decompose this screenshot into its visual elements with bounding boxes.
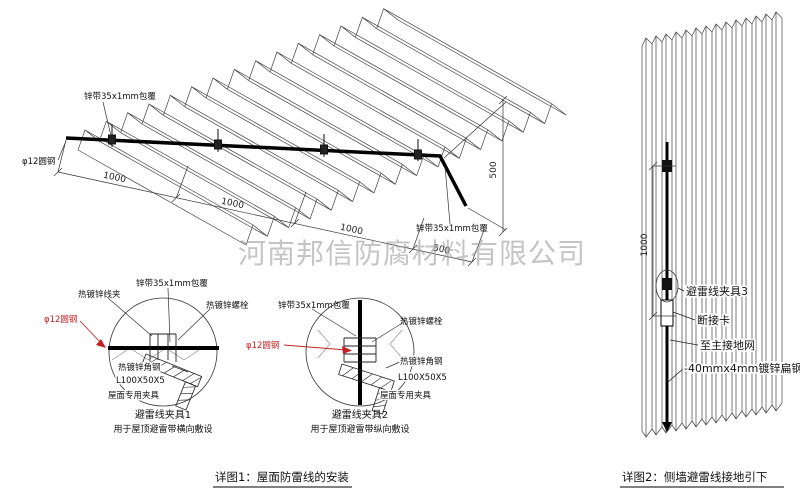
wall-down-conductor xyxy=(655,142,679,432)
wall-label-to-ground: 至主接地网 xyxy=(700,339,755,352)
detail1-label-round-steel: φ12圆钢 xyxy=(44,314,77,325)
detail-circle-2: 锌带35x1mm包覆 热镀锌螺栓 φ12圆钢 热镀锌角钢 L100X50X5 屋… xyxy=(246,297,448,435)
detail2-label-strip: 锌带35x1mm包覆 xyxy=(278,300,350,311)
detail2-subtitle: 用于屋顶避雷带纵向敷设 xyxy=(310,423,409,435)
detail2-label-bolt: 热镀锌螺栓 xyxy=(400,316,443,327)
caption-detail-2: 详图2：侧墙避雷线接地引下 xyxy=(622,470,767,484)
clamp-body xyxy=(149,333,177,362)
detail2-label-roof-clamp: 屋面专用夹具 xyxy=(380,390,432,401)
roof-leader-lines xyxy=(57,101,451,225)
detail2-title: 避雷线夹具2 xyxy=(332,408,388,421)
detail1-label-bolt: 热镀锌螺栓 xyxy=(206,300,249,311)
roof-label-zinc-strip-top: 锌带35x1mm包覆 xyxy=(84,91,156,102)
roof-lightning-wire xyxy=(65,136,468,207)
wire-clamp xyxy=(320,144,328,155)
detail1-leader-lines xyxy=(107,287,211,373)
detail1-label-clip: 热镀锌线夹 xyxy=(78,289,121,300)
caption-detail-1: 详图1：屋面防雷线的安装 xyxy=(215,470,349,484)
detail1-title: 避雷线夹具1 xyxy=(135,408,191,421)
wire-clamp xyxy=(214,139,222,150)
angle-steel-hatched xyxy=(338,363,395,415)
wall-corrugated-panel xyxy=(641,11,783,438)
detail2-label-round-steel: φ12圆钢 xyxy=(246,340,279,351)
dim-1000-2: 1000 xyxy=(220,197,245,212)
red-arrowhead xyxy=(342,346,352,354)
detail-circle-1: 热镀锌线夹 锌带35x1mm包覆 热镀锌螺栓 φ12圆钢 热镀锌角钢 L100X… xyxy=(44,278,249,435)
detail1-label-angle-spec: L100X50X5 xyxy=(116,376,165,386)
dim-500-chain: 500 xyxy=(432,243,451,256)
wall-label-disconnect: 断接卡 xyxy=(697,313,730,327)
wall-dimension xyxy=(648,161,676,321)
detail1-subtitle: 用于屋顶避雷带横向敷设 xyxy=(113,423,212,435)
down-arrowhead xyxy=(662,422,672,432)
dim-500-side: 500 xyxy=(489,161,499,178)
detail1-label-angle: 热镀锌角钢 xyxy=(118,362,161,373)
detail1-label-strip: 锌带35x1mm包覆 xyxy=(136,278,208,289)
wall-label-clamp3: 避雷线夹具3 xyxy=(686,284,748,298)
detail2-label-angle-spec: L100X50X5 xyxy=(398,373,447,383)
wire-clamp xyxy=(414,149,422,160)
wall-wire-clamp xyxy=(662,278,672,290)
detail-marker-circle xyxy=(655,269,679,303)
wall-leader-lines xyxy=(667,287,699,383)
disconnect-joint xyxy=(660,299,674,327)
company-watermark: 河南邦信防腐材料有限公司 xyxy=(238,237,586,270)
detail2-label-angle: 热镀锌角钢 xyxy=(400,356,443,367)
red-leader xyxy=(79,320,104,346)
red-leader xyxy=(283,344,347,351)
roof-label-round-steel: φ12圆钢 xyxy=(22,156,55,167)
detail1-label-roof-clamp: 屋面专用夹具 xyxy=(108,390,160,401)
red-arrowhead xyxy=(96,339,106,348)
roof-profile-line xyxy=(317,329,403,359)
wire-clamp xyxy=(108,134,116,145)
wall-label-flat-steel: -40mmx4mm镀锌扁钢 xyxy=(684,361,800,375)
wall-dim-1000: 1000 xyxy=(640,233,650,256)
dim-1000-3: 1000 xyxy=(339,223,364,238)
detail2-leader-lines xyxy=(311,308,405,369)
roof-label-zinc-strip-right: 锌带35x1mm包覆 xyxy=(416,223,488,234)
angle-steel-hatched xyxy=(141,353,203,411)
roof-corrugated-sheet xyxy=(77,8,567,246)
roof-dimension-chain xyxy=(53,95,508,267)
dim-1000-1: 1000 xyxy=(102,171,127,186)
roof-wire-clamps xyxy=(108,124,422,161)
